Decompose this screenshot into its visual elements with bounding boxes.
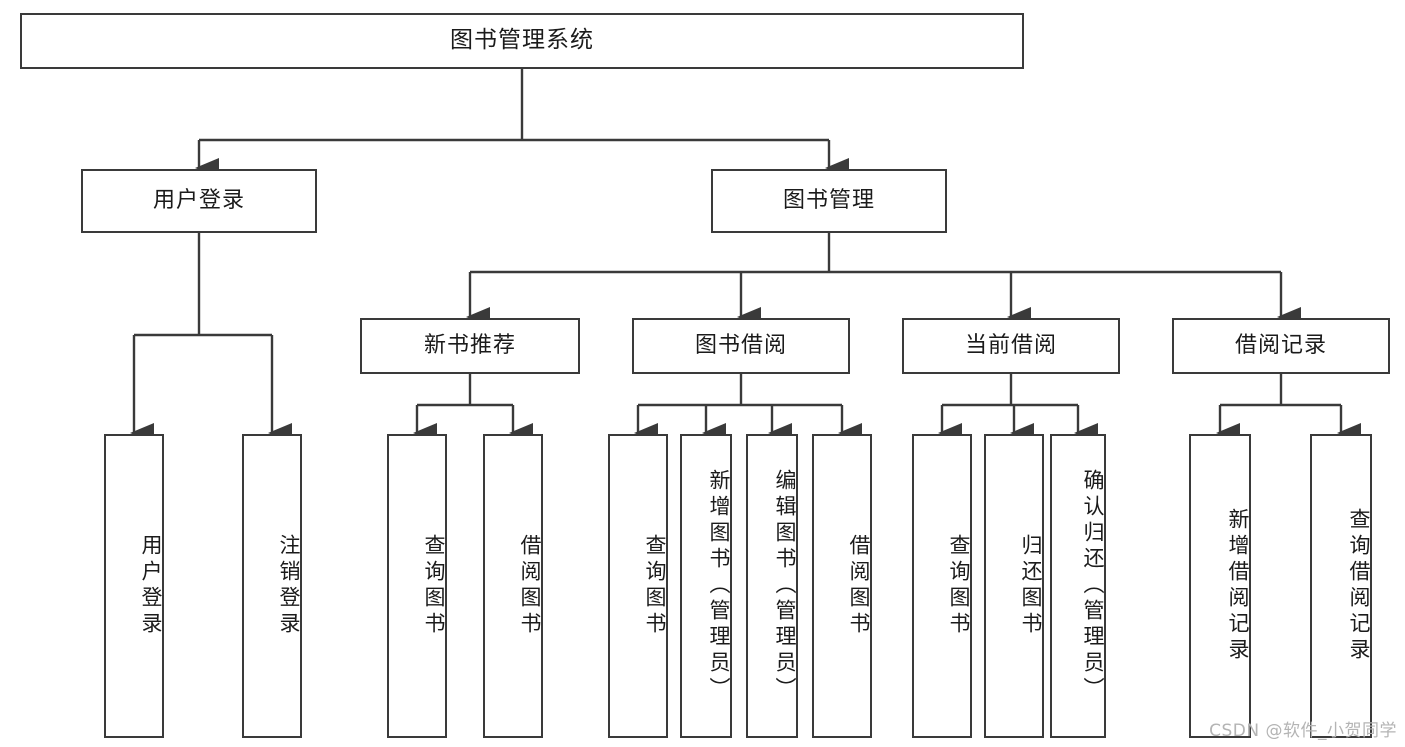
node-label: 新书推荐 — [423, 332, 516, 358]
node-label: 当前借阅 — [964, 332, 1057, 358]
node-leaf-query-book-2[interactable]: 查询图书 — [608, 434, 668, 738]
node-leaf-query-book-3[interactable]: 查询图书 — [912, 434, 972, 738]
node-label: 用户登录 — [152, 187, 245, 213]
node-leaf-edit-book[interactable]: 编辑图书（管理员） — [746, 434, 798, 738]
node-current-borrow[interactable]: 当前借阅 — [902, 318, 1120, 374]
node-label: 查询图书 — [643, 534, 667, 638]
node-borrow-record[interactable]: 借阅记录 — [1172, 318, 1390, 374]
node-leaf-user-login[interactable]: 用户登录 — [104, 434, 164, 738]
node-leaf-borrow-book-2[interactable]: 借阅图书 — [812, 434, 872, 738]
node-new-book-rec[interactable]: 新书推荐 — [360, 318, 580, 374]
node-label: 查询图书 — [422, 534, 446, 638]
node-label: 新增借阅记录 — [1226, 508, 1250, 664]
node-label: 借阅图书 — [518, 534, 542, 638]
node-label: 注销登录 — [277, 534, 301, 638]
node-label: 借阅记录 — [1234, 332, 1327, 358]
node-label: 借阅图书 — [847, 534, 871, 638]
node-book-manage[interactable]: 图书管理 — [711, 169, 947, 233]
node-leaf-query-record[interactable]: 查询借阅记录 — [1310, 434, 1372, 738]
node-leaf-logout[interactable]: 注销登录 — [242, 434, 302, 738]
node-label: 图书借阅 — [694, 332, 787, 358]
node-leaf-return-book[interactable]: 归还图书 — [984, 434, 1044, 738]
node-label: 编辑图书（管理员） — [773, 469, 797, 703]
node-leaf-confirm-return[interactable]: 确认归还（管理员） — [1050, 434, 1106, 738]
node-label: 图书管理 — [782, 187, 875, 213]
node-label: 新增图书（管理员） — [707, 469, 731, 703]
node-book-borrow[interactable]: 图书借阅 — [632, 318, 850, 374]
node-label: 确认归还（管理员） — [1081, 469, 1105, 703]
node-label: 归还图书 — [1019, 534, 1043, 638]
node-label: 用户登录 — [139, 534, 163, 638]
node-leaf-add-record[interactable]: 新增借阅记录 — [1189, 434, 1251, 738]
node-label: 图书管理系统 — [450, 27, 594, 54]
node-leaf-borrow-book-1[interactable]: 借阅图书 — [483, 434, 543, 738]
node-label: 查询图书 — [947, 534, 971, 638]
node-user-login[interactable]: 用户登录 — [81, 169, 317, 233]
node-root[interactable]: 图书管理系统 — [20, 13, 1024, 69]
node-leaf-add-book[interactable]: 新增图书（管理员） — [680, 434, 732, 738]
node-leaf-query-book-1[interactable]: 查询图书 — [387, 434, 447, 738]
node-label: 查询借阅记录 — [1347, 508, 1371, 664]
watermark: CSDN @软件_小贺同学 — [1209, 721, 1397, 741]
